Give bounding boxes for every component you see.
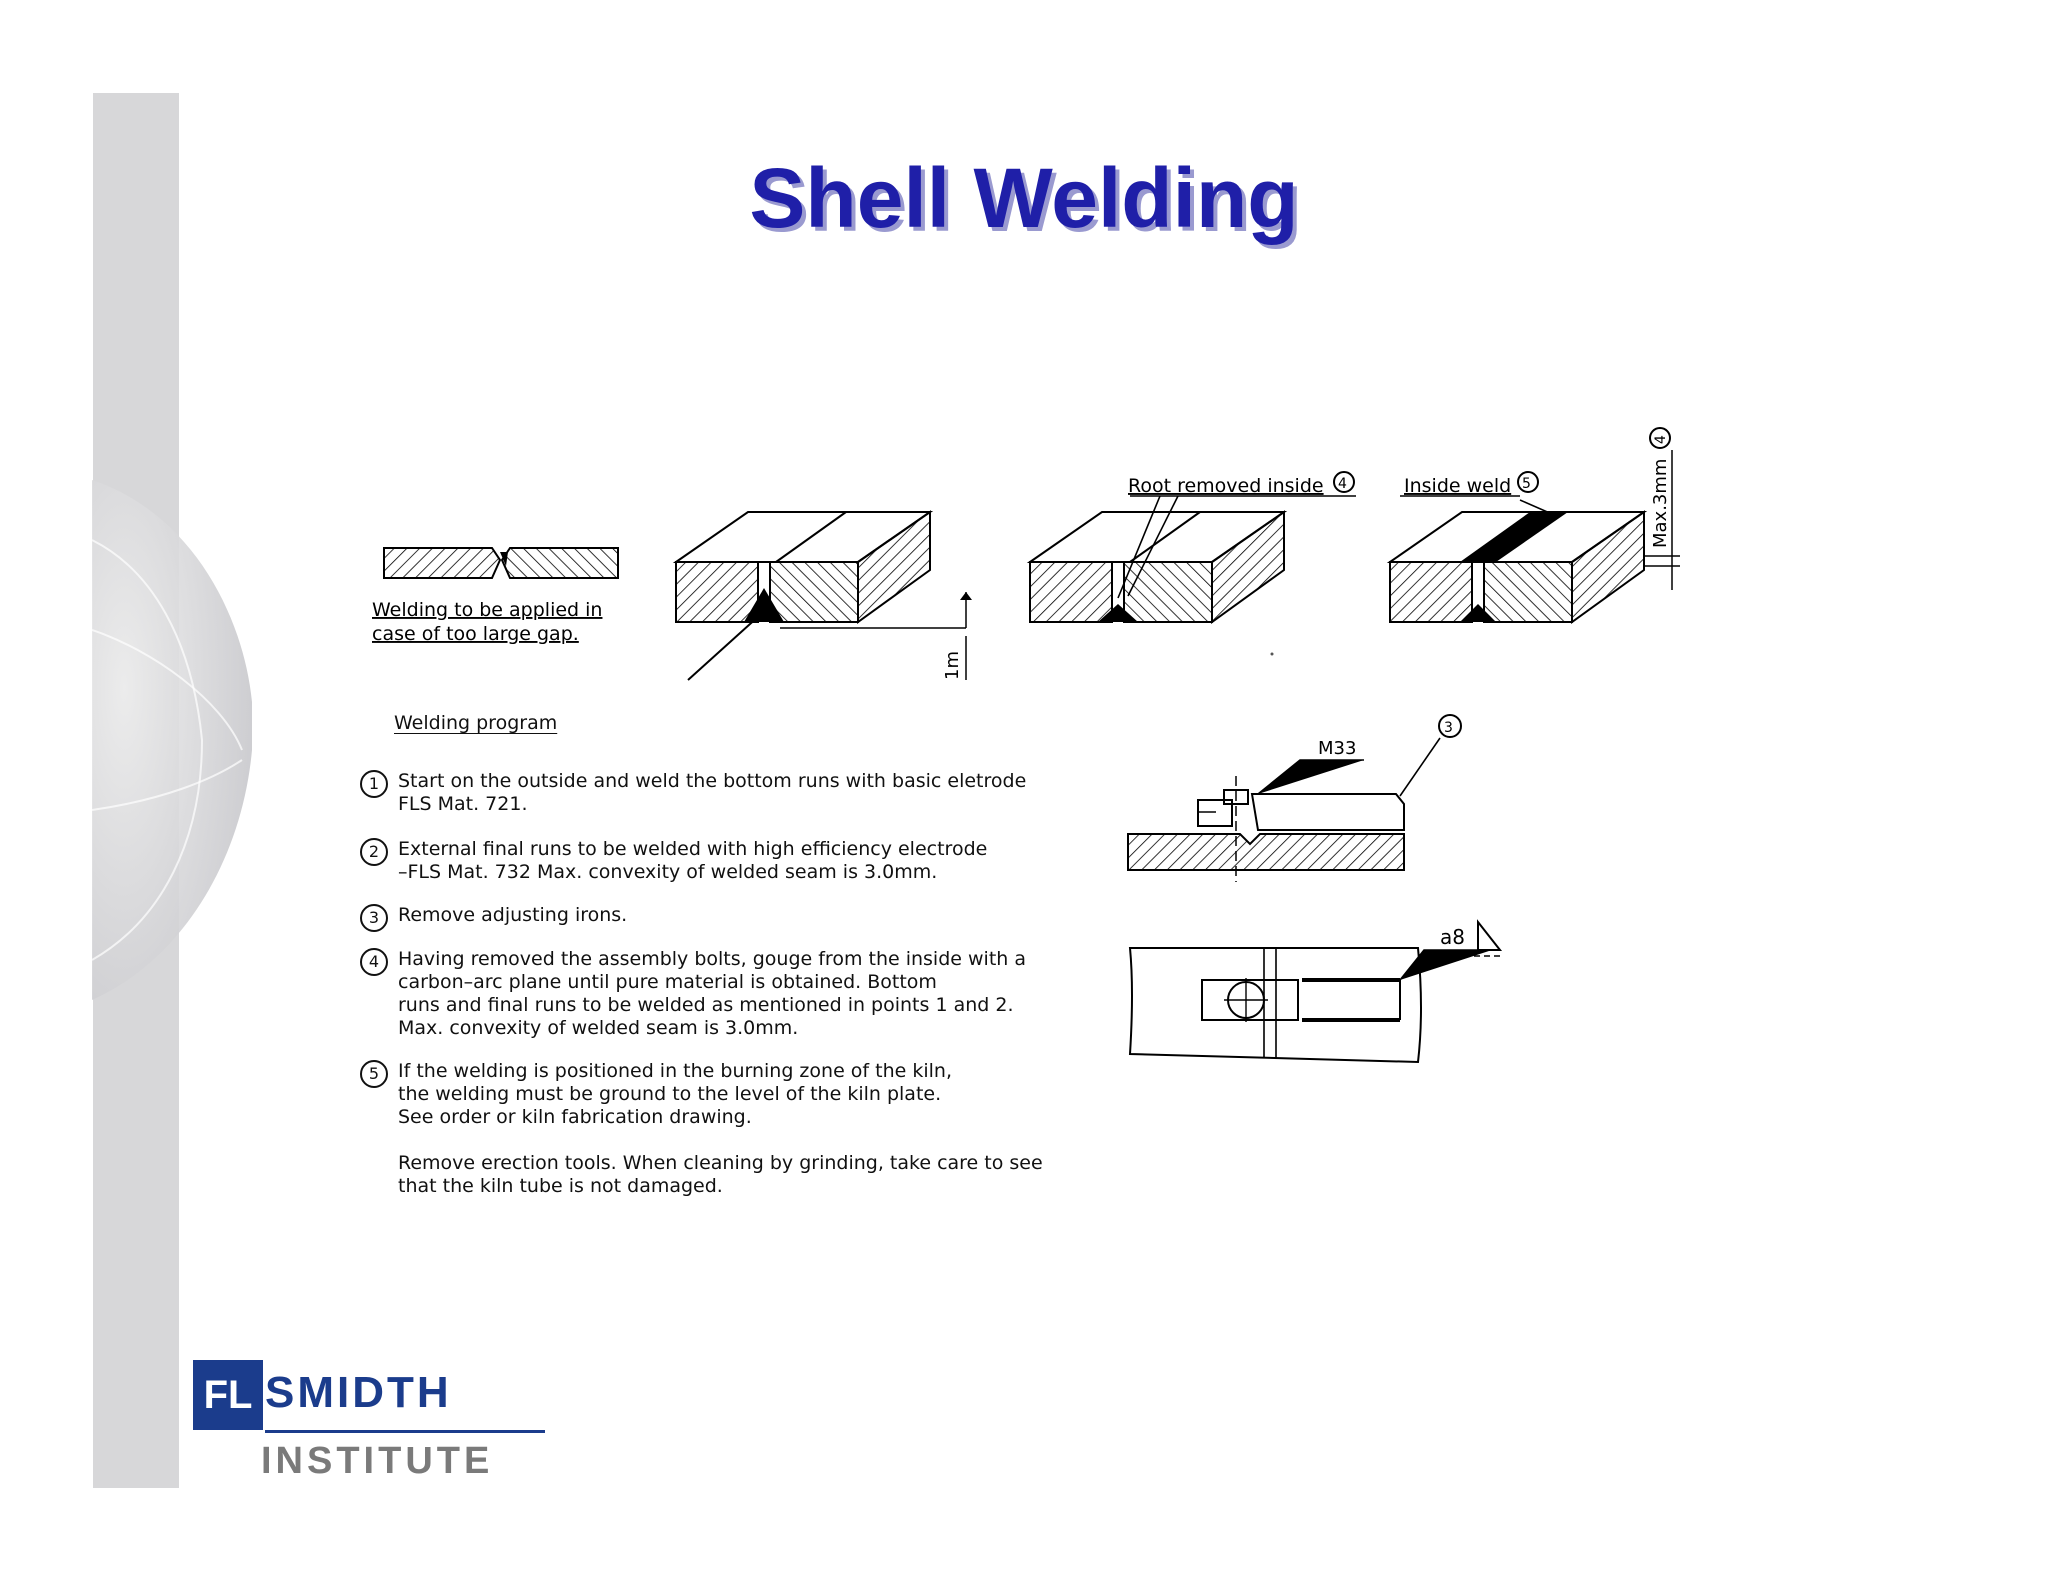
step-text-4: Having removed the assembly bolts, gouge… <box>398 948 1026 1039</box>
max-label: Max.3mm <box>1650 459 1671 548</box>
max-label-num: 4 <box>1653 435 1669 444</box>
logo-divider <box>265 1430 545 1433</box>
step-number-3: 3 <box>360 904 388 932</box>
adjusting-iron-figure: M33 3 <box>1127 714 1462 882</box>
bolt-label: M33 <box>1318 738 1356 759</box>
plan-view-figure: a8 <box>1128 919 1503 1064</box>
inside-weld-num: 5 <box>1522 476 1531 492</box>
fillet-label: a8 <box>1440 925 1465 949</box>
step-number-2: 2 <box>360 838 388 866</box>
inside-weld-label: Inside weld <box>1404 475 1511 497</box>
slide-title: Shell Welding <box>749 151 1299 245</box>
step-number-4: 4 <box>360 948 388 976</box>
weld-block-figure-3: Inside weld 5 Max.3mm 4 <box>1386 427 1680 624</box>
step-number-1: 1 <box>360 770 388 798</box>
gap-plates-figure: Welding to be applied in case of too lar… <box>372 547 619 645</box>
program-heading: Welding program <box>394 712 558 734</box>
step-text-1: Start on the outside and weld the bottom… <box>398 770 1027 815</box>
logo-institute: INSTITUTE <box>261 1440 494 1482</box>
root-label-num: 4 <box>1338 476 1347 492</box>
logo-smidth: SMIDTH <box>265 1368 452 1417</box>
step-number-5: 5 <box>360 1060 388 1088</box>
bolt-label-num: 3 <box>1444 720 1453 736</box>
gap-caption-line-1: Welding to be applied in <box>372 599 602 621</box>
weld-block-figure-2: Root removed inside 4 <box>1026 471 1356 624</box>
dim-label: 1m <box>942 651 963 680</box>
flsmidth-institute-logo: FL SMIDTH INSTITUTE <box>193 1360 553 1482</box>
weld-block-figure-1: 1m <box>672 510 972 681</box>
gap-caption-line-2: case of too large gap. <box>372 623 579 645</box>
logo-fl: FL <box>193 1360 263 1430</box>
program-note: Remove erection tools. When cleaning by … <box>398 1152 1043 1197</box>
step-text-2: External final runs to be welded with hi… <box>398 838 988 883</box>
step-text-5: If the welding is positioned in the burn… <box>398 1060 953 1128</box>
globe-watermark-icon <box>92 480 252 1000</box>
step-text-3: Remove adjusting irons. <box>398 904 628 926</box>
root-label: Root removed inside <box>1128 475 1324 497</box>
